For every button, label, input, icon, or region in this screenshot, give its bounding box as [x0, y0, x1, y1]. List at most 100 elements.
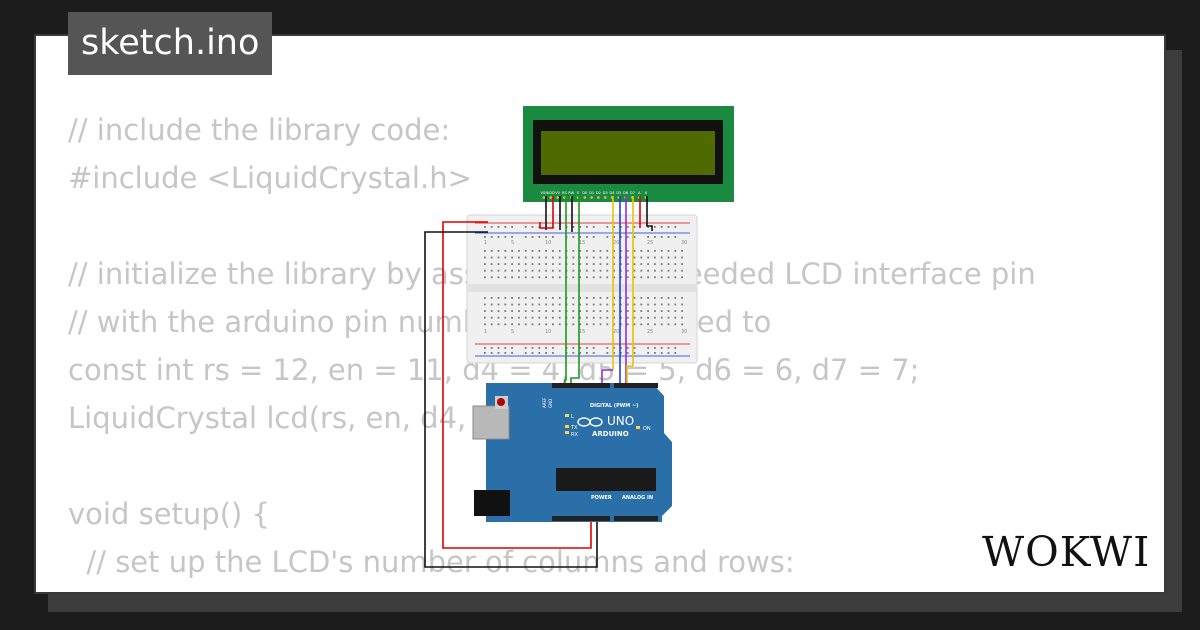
breadboard-hole [511, 236, 513, 238]
breadboard-hole [558, 250, 561, 252]
breadboard-hole [606, 352, 609, 354]
breadboard-hole [640, 256, 643, 259]
lcd-screen [541, 131, 715, 175]
breadboard-hole [484, 276, 486, 279]
breadboard-hole [606, 256, 609, 259]
breadboard-hole [674, 256, 677, 259]
breadboard-hole [490, 297, 493, 299]
breadboard-hole [640, 310, 643, 312]
breadboard-hole [524, 323, 527, 326]
breadboard-hole [511, 263, 513, 265]
breadboard-hole [640, 297, 643, 299]
breadboard-hole [558, 303, 561, 306]
breadboard-hole [592, 310, 595, 312]
code-line: #include <LiquidCrystal.h> [68, 161, 472, 195]
breadboard-hole [538, 352, 541, 354]
breadboard-hole [524, 256, 527, 259]
breadboard-hole [606, 316, 609, 319]
breadboard-hole [572, 347, 575, 349]
breadboard-hole [660, 276, 663, 279]
breadboard-hole [504, 310, 507, 312]
lcd-pin-label: D1 [589, 191, 594, 195]
breadboard-hole [599, 316, 602, 319]
breadboard-hole [667, 347, 670, 349]
breadboard-hole [647, 276, 649, 279]
breadboard-hole [640, 250, 643, 252]
breadboard-hole [552, 347, 554, 349]
breadboard-hole [524, 263, 527, 265]
breadboard-number: 5 [511, 240, 514, 246]
breadboard-hole [484, 303, 486, 306]
breadboard-hole [572, 303, 575, 306]
breadboard-hole [586, 269, 588, 272]
breadboard-hole [579, 236, 581, 238]
breadboard-hole [579, 276, 581, 279]
breadboard-hole [626, 347, 629, 349]
breadboard-hole [599, 297, 602, 299]
breadboard-hole [674, 297, 677, 299]
breadboard-hole [545, 250, 547, 252]
breadboard-hole [538, 347, 541, 349]
breadboard-hole [681, 323, 683, 326]
breadboard-hole [606, 323, 609, 326]
breadboard-hole [572, 352, 575, 354]
breadboard-hole [504, 352, 507, 354]
breadboard-hole [524, 347, 527, 349]
breadboard-hole [579, 352, 581, 354]
on-label: ON [643, 426, 651, 432]
breadboard-hole [681, 276, 683, 279]
breadboard-hole [620, 303, 622, 306]
breadboard-hole [654, 250, 656, 252]
breadboard-hole [545, 323, 547, 326]
breadboard-hole [579, 303, 581, 306]
breadboard-hole [552, 297, 554, 299]
lcd-pin [597, 196, 600, 199]
breadboard-hole [484, 347, 486, 349]
breadboard-hole [490, 250, 493, 252]
breadboard-hole [674, 250, 677, 252]
breadboard-hole [531, 316, 534, 319]
breadboard-hole [647, 256, 649, 259]
breadboard-hole [626, 236, 629, 238]
breadboard-number: 25 [647, 329, 653, 335]
lcd-pin-label: VDD [547, 191, 555, 195]
breadboard-hole [518, 297, 520, 299]
breadboard-hole [490, 263, 493, 265]
breadboard-hole [633, 226, 636, 228]
lcd-pin [549, 196, 553, 199]
breadboard-hole [504, 323, 507, 326]
arduino-brand: ARDUINO [592, 430, 629, 438]
breadboard-hole [647, 303, 649, 306]
breadboard-hole [633, 303, 636, 306]
breadboard-hole [558, 256, 561, 259]
breadboard-hole [586, 303, 588, 306]
breadboard-hole [654, 297, 656, 299]
breadboard-hole [633, 352, 636, 354]
breadboard-hole [592, 226, 595, 228]
breadboard-hole [572, 297, 575, 299]
rx-led [565, 431, 569, 434]
breadboard-hole [613, 256, 615, 259]
breadboard-hole [647, 226, 649, 228]
breadboard-hole [586, 226, 588, 228]
breadboard-hole [633, 250, 636, 252]
breadboard-hole [613, 250, 615, 252]
breadboard-hole [504, 250, 507, 252]
breadboard-number: 20 [613, 240, 619, 246]
breadboard-hole [660, 303, 663, 306]
reset-button [497, 398, 505, 406]
breadboard-hole [667, 236, 670, 238]
breadboard-hole [484, 269, 486, 272]
breadboard-hole [633, 297, 636, 299]
breadboard-hole [484, 256, 486, 259]
breadboard-hole [626, 276, 629, 279]
breadboard-hole [626, 303, 629, 306]
breadboard-hole [599, 323, 602, 326]
breadboard-hole [524, 297, 527, 299]
breadboard-hole [497, 310, 500, 312]
breadboard-hole [586, 256, 588, 259]
wire-5v-loop [442, 221, 592, 549]
breadboard-hole [504, 297, 507, 299]
